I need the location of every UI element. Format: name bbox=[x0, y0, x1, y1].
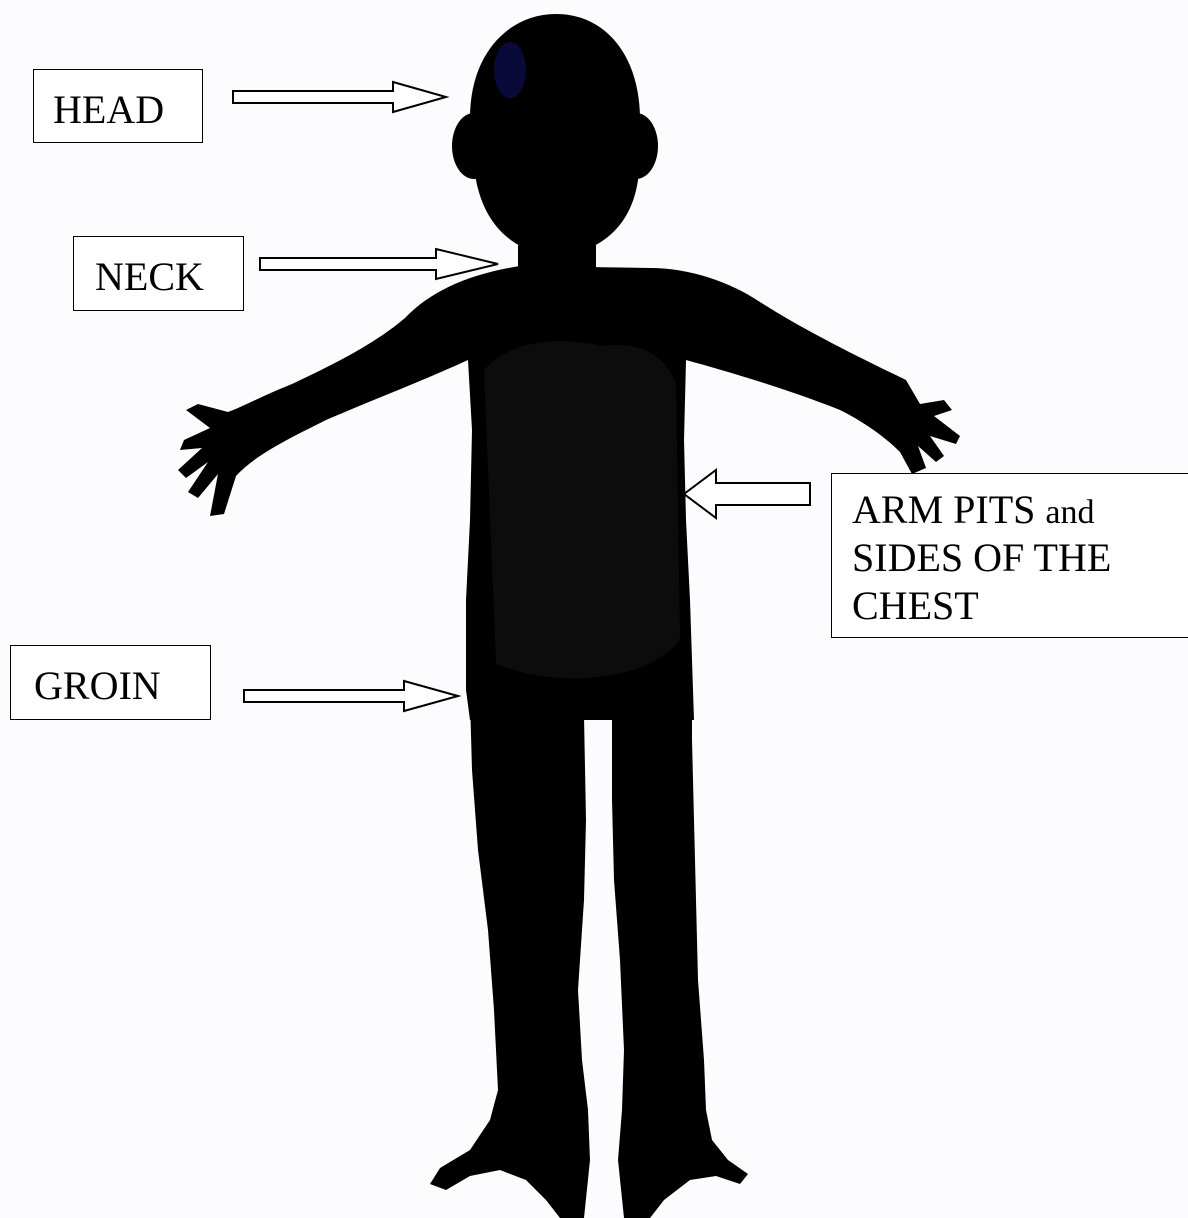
neck-label: NECK bbox=[73, 236, 244, 311]
armpits-label: ARM PITS and SIDES OF THE CHEST bbox=[831, 473, 1188, 638]
legs bbox=[430, 700, 748, 1218]
armpits-arrow-icon bbox=[684, 470, 810, 518]
head-shape bbox=[470, 14, 640, 256]
armpits-label-text-b: and bbox=[1045, 494, 1094, 531]
hair-highlight bbox=[494, 42, 526, 98]
head-label: HEAD bbox=[33, 69, 203, 143]
head-arrow-icon bbox=[233, 82, 446, 112]
groin-label-text: GROIN bbox=[34, 662, 210, 710]
head-label-text: HEAD bbox=[53, 86, 202, 134]
neck-label-text: NECK bbox=[95, 253, 243, 301]
armpits-label-line-3: CHEST bbox=[852, 582, 1188, 630]
groin-arrow-icon bbox=[244, 681, 458, 711]
neck-arrow-icon bbox=[260, 249, 498, 279]
groin-label: GROIN bbox=[10, 645, 211, 720]
armpits-label-text-a: ARM PITS bbox=[852, 487, 1035, 532]
armpits-label-line-1: ARM PITS and bbox=[852, 486, 1188, 534]
abdomen-shading bbox=[484, 341, 680, 678]
armpits-label-line-2: SIDES OF THE bbox=[852, 534, 1188, 582]
